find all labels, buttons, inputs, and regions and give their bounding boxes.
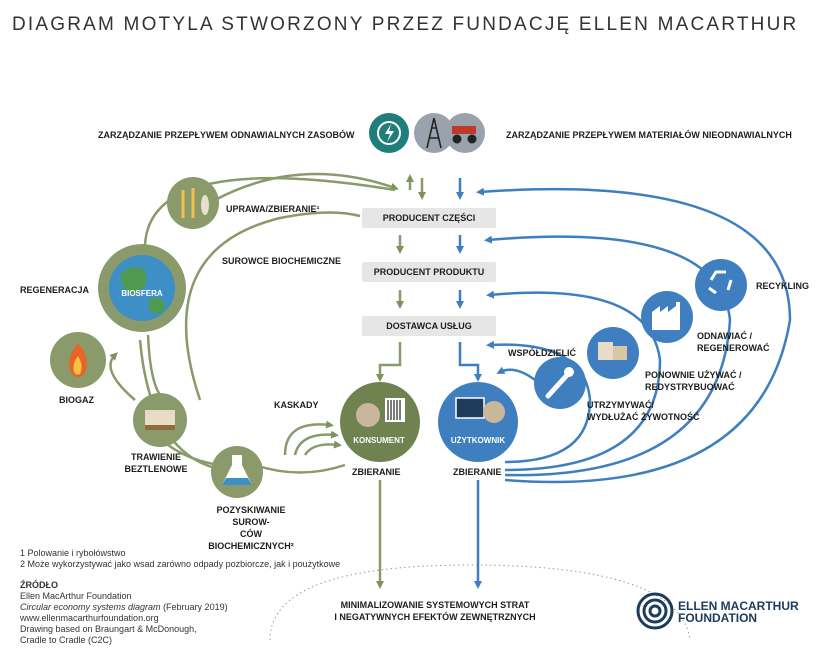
source-heading: ŹRÓDŁO xyxy=(20,580,58,590)
page-title: DIAGRAM MOTYLA STWORZONY PRZEZ FUNDACJĘ … xyxy=(12,14,799,35)
share-arrow xyxy=(496,366,536,382)
maintain-loop xyxy=(486,340,592,464)
minimize-losses-label: MINIMALIZOWANIE SYSTEMOWYCH STRAT I NEGA… xyxy=(334,600,536,622)
blue-to-user xyxy=(458,342,482,382)
nonrenewable-flow-label: ZARZĄDZANIE PRZEPŁYWEM MATERIAŁÓW NIEODN… xyxy=(506,130,792,140)
monitor-icon xyxy=(455,397,485,419)
consumer-person-icon xyxy=(356,403,380,427)
anaerobic-label: TRAWIENIE BEZTLENOWE xyxy=(124,452,188,474)
logo-line-2: FOUNDATION xyxy=(678,611,758,625)
consumer-label: KONSUMENT xyxy=(353,436,405,445)
footnote-2: 2 Może wykorzystywać jako wsad zarówno o… xyxy=(20,559,341,569)
biosphere-link xyxy=(146,334,162,396)
farming-label: UPRAWA/ZBIERANIE¹ xyxy=(226,204,320,214)
cascades-label: KASKADY xyxy=(274,400,319,410)
ellen-macarthur-logo-icon xyxy=(636,592,674,630)
source-line-4: Drawing based on Braungart & McDonough, xyxy=(20,624,197,634)
recycling-icon xyxy=(695,259,747,311)
logo-text: ELLEN MACARTHUR FOUNDATION xyxy=(678,600,799,624)
oil-rig-icon xyxy=(414,113,454,153)
source-line-3: www.ellenmacarthurfoundation.org xyxy=(20,613,159,623)
biogas-label: BIOGAZ xyxy=(59,395,94,405)
source-line-2: Circular economy systems diagram (Februa… xyxy=(20,602,228,612)
green-to-consumer xyxy=(376,342,402,382)
share-label: WSPÓŁDZIELIĆ xyxy=(508,348,576,358)
biochem-arc xyxy=(184,211,361,401)
recycling-label: RECYKLING xyxy=(756,281,810,291)
renewable-flow-label: ZARZĄDZANIE PRZEPŁYWEM ODNAWIALNYCH ZASO… xyxy=(98,130,355,140)
product-manufacturer-box: PRODUCENT PRODUKTU xyxy=(362,262,496,282)
user-person-icon xyxy=(483,401,505,423)
source-line-5: Cradle to Cradle (C2C) xyxy=(20,635,113,645)
biochem-label: SUROWCE BIOCHEMICZNE xyxy=(222,256,341,266)
reuse-loop xyxy=(486,290,662,472)
biogas-arrow xyxy=(109,352,136,401)
farming-arrow xyxy=(214,172,399,202)
refurbish-label: ODNAWIAĆ / REGENEROWAĆ xyxy=(697,331,770,353)
refurbish-loop xyxy=(484,235,732,477)
recycling-loop xyxy=(476,187,792,484)
cascade-arc-2 xyxy=(293,430,339,456)
reuse-label: PONOWNIE UŻYWAĆ / REDYSTRYBUOWAĆ xyxy=(645,370,742,392)
logo-line-1: ELLEN MACARTHUR xyxy=(678,599,799,613)
extraction-to-consumer xyxy=(254,463,346,474)
service-provider-box: DOSTAWCA USŁUG xyxy=(362,316,496,336)
maintain-label: UTRZYMYWAĆ/ WYDŁUŻAĆ ŻYWOTNOŚĆ xyxy=(587,400,700,422)
cascade-arc-3 xyxy=(303,440,342,456)
biosphere-label: BIOSFERA xyxy=(121,289,163,298)
user-label: UŻYTKOWNIK xyxy=(451,436,505,445)
user-circle xyxy=(438,382,518,462)
cascade-arc-1 xyxy=(283,420,334,456)
collect-right-label: ZBIERANIE xyxy=(453,467,502,477)
source-line-1: Ellen MacArthur Foundation xyxy=(20,591,132,601)
consumer-circle xyxy=(340,382,420,462)
collect-left-label: ZBIERANIE xyxy=(352,467,401,477)
extraction-label: POZYSKIWANIE SUROW- CÓW BIOCHEMICZNYCH² xyxy=(208,505,294,551)
regeneration-label: REGENERACJA xyxy=(20,285,90,295)
parts-manufacturer-box: PRODUCENT CZĘŚCI xyxy=(362,208,496,228)
footnote-1: 1 Polowanie i rybołówstwo xyxy=(20,548,126,558)
